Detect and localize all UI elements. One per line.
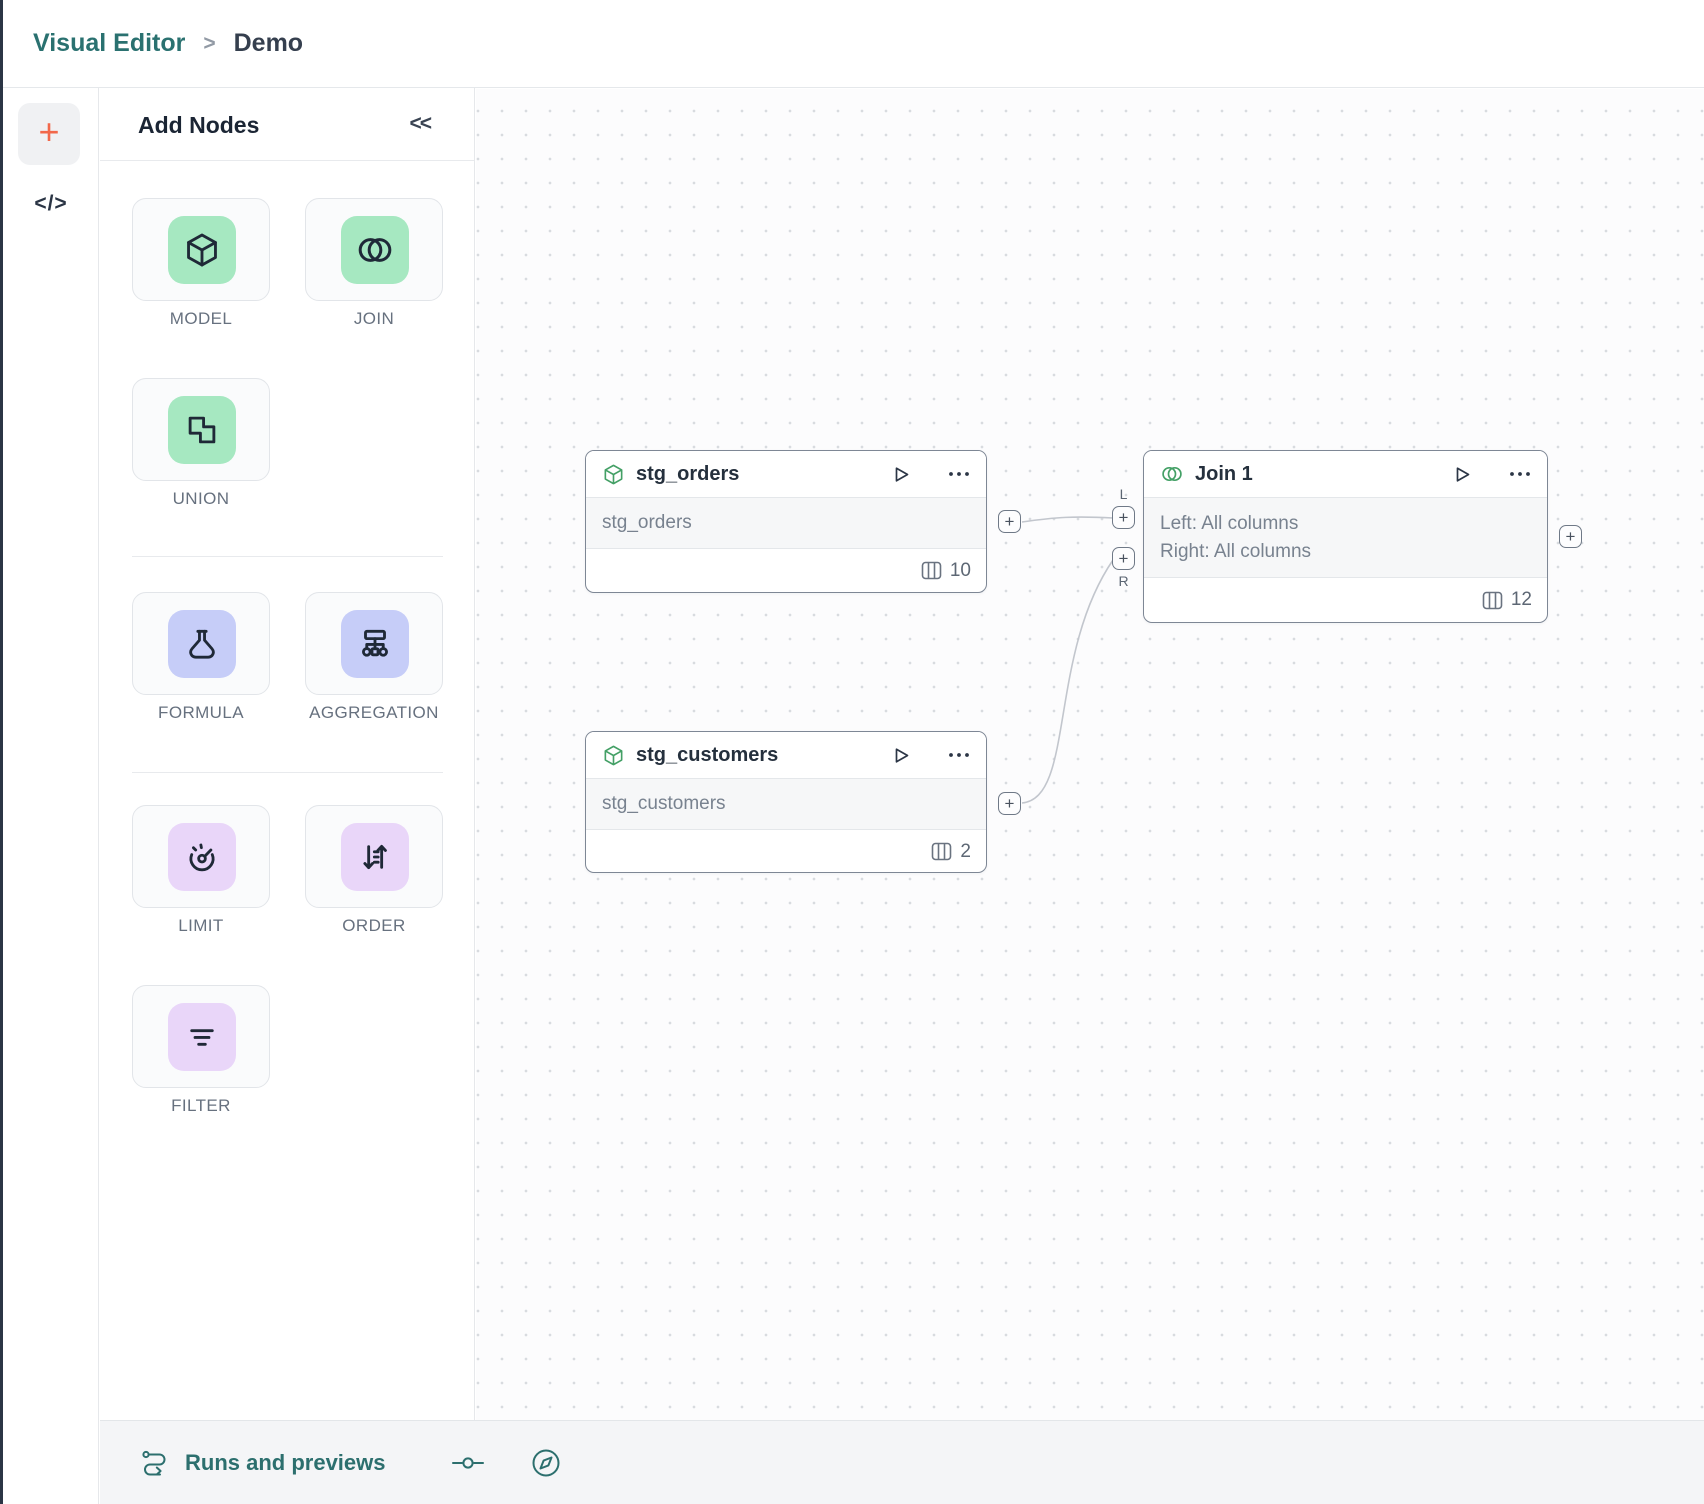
add-nodes-panel: Add Nodes << MODEL JOIN: [100, 88, 475, 1420]
columns-icon: [932, 842, 952, 861]
palette-label-join: JOIN: [353, 309, 395, 328]
panel-title: Add Nodes: [138, 112, 260, 138]
node-footer: 10: [586, 549, 986, 592]
flask-icon: [168, 610, 236, 678]
panel-divider: [132, 556, 443, 557]
palette-card-order[interactable]: [305, 805, 443, 908]
palette-label-formula: FORMULA: [158, 703, 244, 722]
port-join-left-input[interactable]: +: [1112, 506, 1135, 529]
filter-lines-icon: [168, 1003, 236, 1071]
node-join-1-header[interactable]: Join 1: [1144, 451, 1547, 497]
code-view-button[interactable]: </>: [34, 192, 68, 215]
palette-card-filter[interactable]: [132, 985, 270, 1088]
join-circles-icon: [1162, 466, 1182, 482]
commit-icon[interactable]: [452, 1421, 484, 1504]
port-join-output[interactable]: +: [1559, 525, 1582, 548]
palette-label-filter: FILTER: [171, 1096, 231, 1115]
model-cube-icon: [168, 216, 236, 284]
panel-divider: [132, 772, 443, 773]
palette-label-aggregation: AGGREGATION: [309, 703, 439, 722]
node-footer: 12: [1144, 578, 1547, 622]
join-left-config: Left: All columns: [1160, 512, 1299, 534]
runs-and-previews-button[interactable]: Runs and previews: [140, 1421, 386, 1504]
app-left-edge: [0, 0, 3, 1504]
node-source-row[interactable]: stg_customers: [586, 778, 986, 830]
join-config-rows[interactable]: Left: All columns Right: All columns: [1144, 497, 1547, 578]
node-source-label: stg_orders: [602, 512, 692, 533]
cube-icon: [604, 464, 623, 484]
column-count: 12: [1510, 589, 1532, 610]
runs-flow-icon: [142, 1450, 166, 1476]
join-circles-icon: [341, 216, 409, 284]
palette-label-model: MODEL: [169, 309, 233, 328]
columns-icon: [921, 561, 942, 580]
gauge-icon: [168, 823, 236, 891]
node-stg-orders-header[interactable]: stg_orders: [586, 451, 986, 497]
port-stg-customers-output[interactable]: +: [998, 792, 1021, 815]
run-node-icon[interactable]: [892, 746, 911, 765]
runs-and-previews-label: Runs and previews: [185, 1450, 386, 1475]
breadcrumb-page-title: Demo: [233, 29, 304, 57]
join-right-config: Right: All columns: [1160, 540, 1312, 562]
node-menu-icon[interactable]: [948, 471, 970, 477]
node-title: stg_orders: [636, 462, 740, 485]
palette-card-join[interactable]: [305, 198, 443, 301]
cube-icon: [604, 745, 623, 765]
run-node-icon[interactable]: [892, 465, 911, 484]
node-join-1[interactable]: Join 1 Left: All columns Right: All colu…: [1143, 450, 1548, 623]
node-stg-customers-header[interactable]: stg_customers: [586, 732, 986, 778]
aggregation-tree-icon: [341, 610, 409, 678]
node-stg-orders[interactable]: stg_orders stg_orders 10: [585, 450, 987, 593]
union-squares-icon: [168, 396, 236, 464]
node-footer: 2: [586, 830, 986, 872]
node-title: stg_customers: [636, 743, 779, 766]
node-title: Join 1: [1195, 462, 1253, 485]
join-right-port-label: R: [1118, 573, 1129, 589]
breadcrumb-separator: >: [203, 31, 216, 55]
sort-arrows-icon: [341, 823, 409, 891]
join-left-port-label: L: [1119, 486, 1128, 502]
palette-label-order: ORDER: [342, 916, 406, 935]
node-menu-icon[interactable]: [1509, 471, 1531, 477]
node-stg-customers[interactable]: stg_customers stg_customers 2: [585, 731, 987, 873]
palette-card-model[interactable]: [132, 198, 270, 301]
node-menu-icon[interactable]: [948, 752, 970, 758]
node-source-label: stg_customers: [602, 793, 726, 814]
port-stg-orders-output[interactable]: +: [998, 510, 1021, 533]
breadcrumb-visual-editor[interactable]: Visual Editor: [33, 29, 186, 57]
columns-icon: [1482, 591, 1503, 609]
palette-card-formula[interactable]: [132, 592, 270, 695]
palette-card-aggregation[interactable]: [305, 592, 443, 695]
port-join-right-input[interactable]: +: [1112, 547, 1135, 570]
left-rail: + </>: [3, 88, 99, 1504]
add-nodes-panel-header: Add Nodes <<: [100, 88, 474, 161]
compass-icon[interactable]: [530, 1421, 562, 1504]
column-count: 2: [960, 840, 971, 862]
bottom-bar: Runs and previews: [100, 1420, 1704, 1504]
breadcrumb: Visual Editor > Demo: [3, 0, 1704, 88]
palette-label-union: UNION: [172, 489, 230, 508]
add-node-button[interactable]: +: [18, 103, 80, 165]
column-count: 10: [949, 559, 971, 581]
palette-card-union[interactable]: [132, 378, 270, 481]
node-source-row[interactable]: stg_orders: [586, 497, 986, 549]
collapse-panel-icon[interactable]: <<: [409, 112, 431, 135]
palette-card-limit[interactable]: [132, 805, 270, 908]
palette-label-limit: LIMIT: [178, 916, 224, 935]
run-node-icon[interactable]: [1453, 465, 1472, 484]
